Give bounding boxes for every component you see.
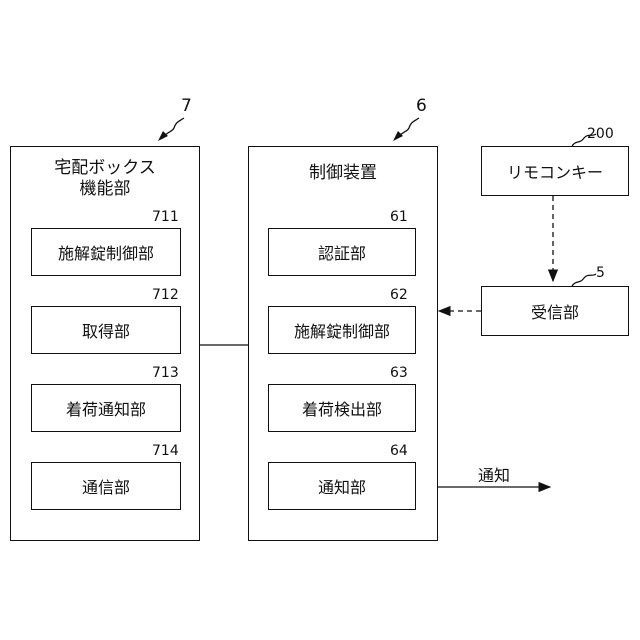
receiver-block: 受信部 bbox=[481, 286, 629, 336]
remote-key-label: リモコンキー bbox=[507, 159, 603, 183]
ref-label-5: 5 bbox=[596, 265, 605, 281]
leader-arrowhead-7 bbox=[158, 131, 168, 141]
ref-label-711: 711 bbox=[152, 209, 179, 225]
ref-label-712: 712 bbox=[152, 287, 179, 303]
unit-63-label: 着荷検出部 bbox=[302, 396, 382, 420]
ref-label-714: 714 bbox=[152, 443, 179, 459]
unit-61-authentication: 認証部 bbox=[268, 228, 416, 276]
ref-label-61: 61 bbox=[390, 209, 408, 225]
ref-label-62: 62 bbox=[390, 287, 408, 303]
control-device-title: 制御装置 bbox=[248, 158, 438, 183]
unit-713-label: 着荷通知部 bbox=[66, 396, 146, 420]
leader-line-5 bbox=[572, 274, 596, 286]
ref-label-6: 6 bbox=[416, 96, 427, 116]
notify-output-label: 通知 bbox=[478, 462, 510, 486]
remote-key-block: リモコンキー bbox=[481, 146, 629, 196]
receiver-label: 受信部 bbox=[531, 299, 579, 323]
unit-712-acquisition: 取得部 bbox=[31, 306, 181, 354]
unit-62-label: 施解錠制御部 bbox=[294, 318, 390, 342]
unit-713-arrival-notify: 着荷通知部 bbox=[31, 384, 181, 432]
unit-63-arrival-detection: 着荷検出部 bbox=[268, 384, 416, 432]
unit-712-label: 取得部 bbox=[82, 318, 130, 342]
ref-label-64: 64 bbox=[390, 443, 408, 459]
unit-62-lock-control: 施解錠制御部 bbox=[268, 306, 416, 354]
unit-64-notification: 通知部 bbox=[268, 462, 416, 510]
unit-711-label: 施解錠制御部 bbox=[58, 240, 154, 264]
ref-label-200: 200 bbox=[587, 126, 614, 142]
ref-label-63: 63 bbox=[390, 365, 408, 381]
unit-64-label: 通知部 bbox=[318, 474, 366, 498]
ref-label-713: 713 bbox=[152, 365, 179, 381]
unit-61-label: 認証部 bbox=[318, 240, 366, 264]
unit-714-label: 通信部 bbox=[82, 474, 130, 498]
ref-label-7: 7 bbox=[181, 96, 192, 116]
delivery-box-title-line2: 機能部 bbox=[10, 174, 200, 199]
unit-711-lock-control: 施解錠制御部 bbox=[31, 228, 181, 276]
leader-arrowhead-6 bbox=[393, 131, 403, 141]
unit-714-communication: 通信部 bbox=[31, 462, 181, 510]
